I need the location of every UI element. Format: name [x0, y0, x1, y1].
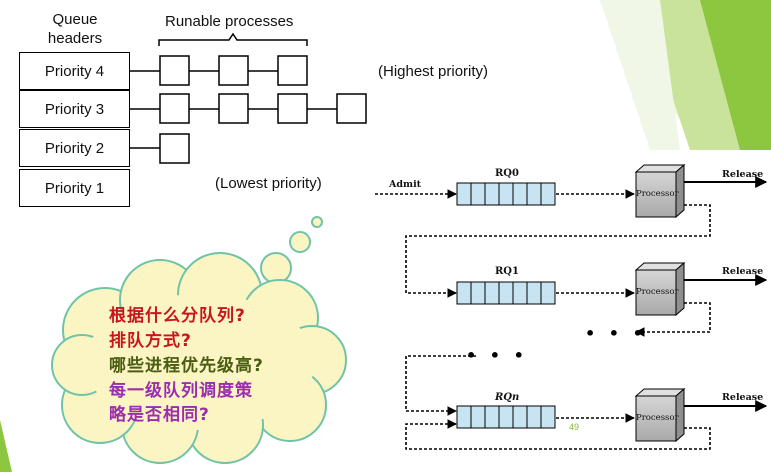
process-chains: [130, 55, 367, 164]
rqn-label: RQn: [495, 392, 520, 403]
page-number: 49: [569, 422, 580, 432]
lowest-priority-note: (Lowest priority): [215, 175, 322, 192]
process-box: [218, 55, 249, 86]
priority-3-header: Priority 3: [19, 90, 130, 128]
rq0-label: RQ0: [495, 168, 519, 179]
rq1-queue: [456, 281, 556, 305]
rqn-queue: [456, 405, 556, 429]
runable-brace: [158, 32, 308, 46]
processor-n-label: Processor: [636, 413, 679, 423]
processor-0-label: Processor: [636, 189, 679, 199]
priority-4-header: Priority 4: [19, 52, 130, 90]
release-label-0: Release: [722, 169, 764, 180]
cloud-question-2: 排队方式?: [109, 331, 192, 351]
admit-label: Admit: [389, 179, 422, 190]
release-label-1: Release: [722, 266, 764, 277]
highest-priority-note: (Highest priority): [378, 63, 489, 80]
rq0-queue: [456, 182, 556, 206]
ellipsis-left: • • •: [466, 346, 528, 365]
runable-processes-label: Runable processes: [165, 13, 294, 30]
thought-cloud: [51, 216, 347, 464]
process-box: [336, 93, 367, 124]
priority-1-header: Priority 1: [19, 169, 130, 207]
processor-1-label: Processor: [636, 287, 679, 297]
process-box: [159, 93, 190, 124]
rq1-label: RQ1: [495, 266, 519, 277]
process-box: [159, 133, 190, 164]
processor-n: [634, 387, 686, 443]
queue-headers-label: Queue headers: [47, 11, 103, 47]
processor-0: [634, 163, 686, 219]
release-label-n: Release: [722, 392, 764, 403]
cloud-question-4: 每一级队列调度策: [109, 381, 253, 401]
cloud-question-1: 根据什么分队列?: [109, 306, 246, 326]
processor-1: [634, 261, 686, 317]
cloud-question-5: 略是否相同?: [109, 405, 210, 425]
priority-2-header: Priority 2: [19, 129, 130, 167]
process-box: [277, 55, 308, 86]
ellipsis-right: • • •: [585, 324, 647, 343]
cloud-question-3: 哪些进程优先级高?: [109, 356, 264, 376]
